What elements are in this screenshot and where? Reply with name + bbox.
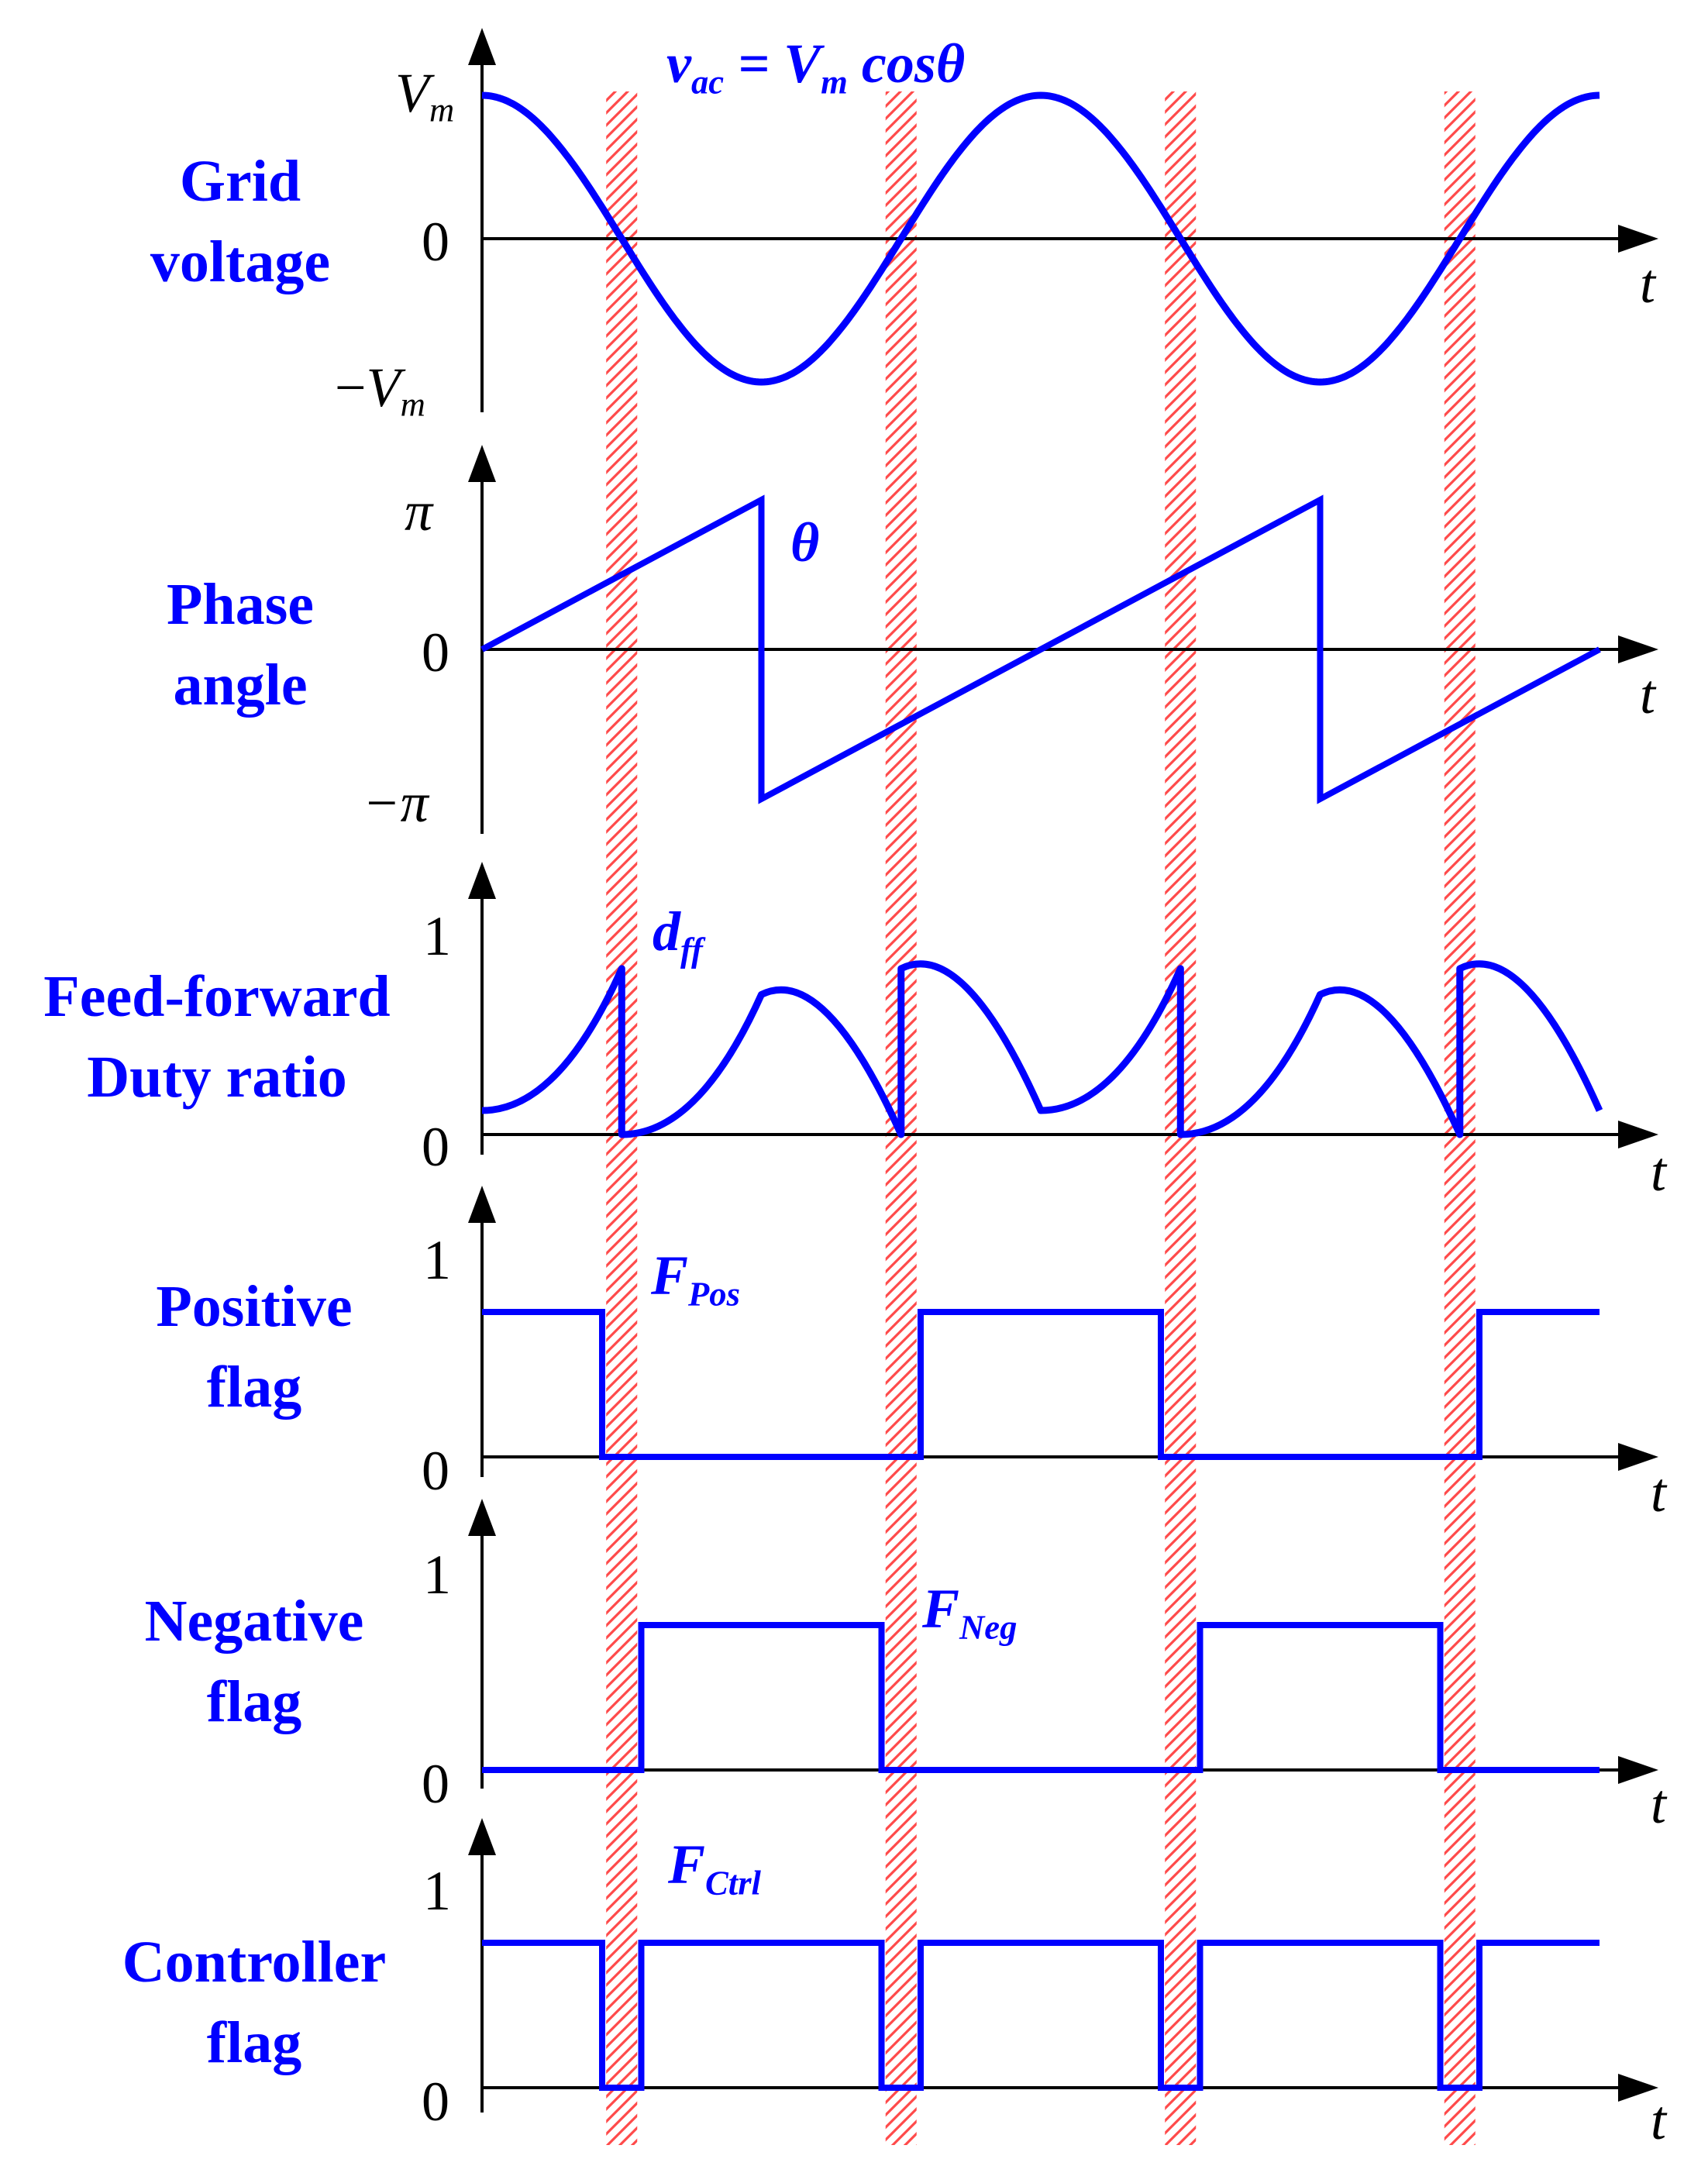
ytick-one-neg: 1: [423, 1544, 451, 1606]
ytick-one-ctrl: 1: [423, 1860, 451, 1922]
annotation-vac-equation: vac = Vm cosθ: [666, 33, 966, 102]
phase-angle-trace: [480, 494, 1601, 804]
y-axis-arrow-4: [468, 1186, 496, 1223]
row-label-negative-flag: Negative flag: [144, 1589, 364, 1734]
x-axis-arrow-3: [1618, 1121, 1658, 1148]
duty-ratio-trace: [481, 960, 1603, 1138]
annotation-theta: θ: [790, 511, 820, 573]
y-axis-arrow-1: [468, 28, 496, 65]
ytick-neg-vm: −Vm: [335, 356, 425, 424]
xlabel-t-grid: t: [1640, 253, 1656, 315]
positive-flag-trace: [482, 1309, 1600, 1460]
xlabel-t-ctrl: t: [1651, 2089, 1667, 2151]
xlabel-t-neg: t: [1651, 1773, 1667, 1835]
annotation-fpos: FPos: [651, 1245, 740, 1314]
ytick-one-pos: 1: [423, 1229, 451, 1291]
ytick-zero-neg: 0: [422, 1753, 449, 1815]
row-label-controller-flag: Controller flag: [122, 1930, 387, 2075]
traces-layer: [480, 91, 1603, 2091]
annotation-fctrl: FCtrl: [668, 1834, 761, 1902]
ytick-pi: π: [405, 480, 433, 542]
negative-flag-trace: [482, 1622, 1600, 1773]
x-axis-arrow-1: [1618, 225, 1658, 253]
row-label-grid-voltage: Grid voltage: [150, 149, 331, 294]
xlabel-t-phase: t: [1640, 663, 1656, 725]
grid-voltage-trace: [481, 91, 1600, 386]
y-axis-arrow-3: [468, 862, 496, 899]
ytick-one-duty: 1: [423, 905, 451, 967]
row-label-phase-angle: Phase angle: [167, 572, 314, 718]
controller-flag-trace: [482, 1940, 1600, 2091]
row-label-feed-forward: Feed-forward Duty ratio: [43, 964, 391, 1110]
ytick-zero-ctrl: 0: [422, 2071, 449, 2133]
ytick-zero-pos: 0: [422, 1440, 449, 1502]
ytick-vm: Vm: [395, 62, 455, 129]
ytick-zero-duty: 0: [422, 1116, 449, 1178]
ytick-neg-pi: −π: [363, 772, 429, 834]
axes-layer: [468, 28, 1658, 2113]
row-label-positive-flag: Positive flag: [156, 1274, 353, 1420]
annotation-dff: dff: [653, 900, 703, 969]
y-axis-arrow-2: [468, 445, 496, 482]
xlabel-t-duty: t: [1651, 1141, 1667, 1203]
y-axis-arrow-6: [468, 1818, 496, 1855]
x-axis-arrow-5: [1618, 1756, 1658, 1784]
ytick-zero-phase: 0: [422, 622, 449, 684]
x-axis-arrow-6: [1618, 2074, 1658, 2102]
x-axis-arrow-4: [1618, 1443, 1658, 1471]
x-axis-arrow-2: [1618, 635, 1658, 663]
xlabel-t-pos: t: [1651, 1462, 1667, 1524]
ytick-zero-grid: 0: [422, 211, 449, 273]
y-axis-arrow-5: [468, 1499, 496, 1536]
annotation-fneg: FNeg: [922, 1578, 1018, 1647]
